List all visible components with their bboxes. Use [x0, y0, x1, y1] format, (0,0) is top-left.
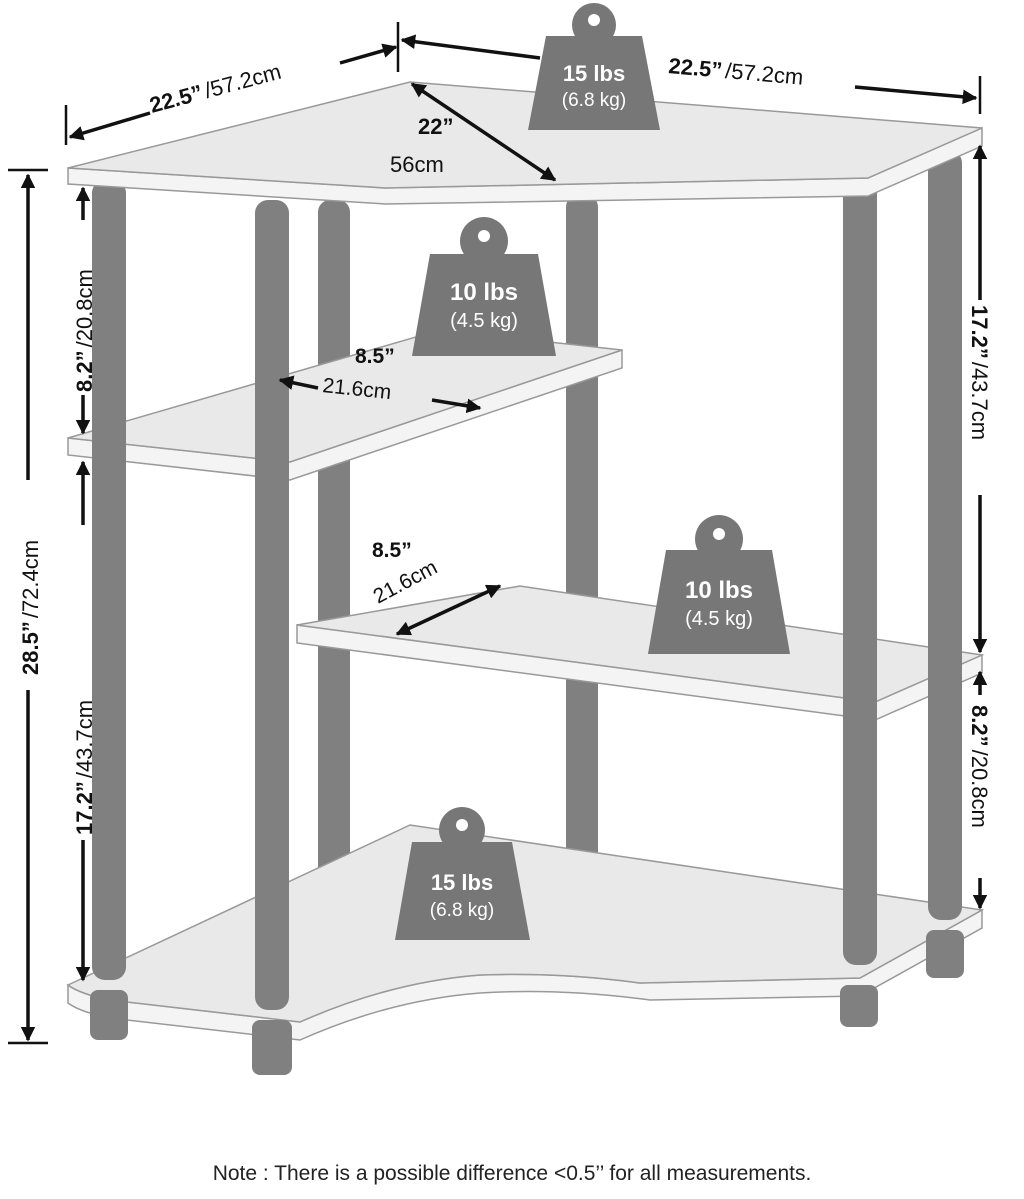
- weight-middle-lbs: 10 lbs: [685, 577, 753, 604]
- arrow-top-right-width: [400, 34, 541, 60]
- weight-badge-upper: 10 lbs (4.5 kg): [412, 217, 556, 356]
- dim-top-right-cm: /57.2cm: [724, 58, 804, 90]
- dim-right-top-gap-cm: /43.7cm: [967, 362, 992, 440]
- foot-right-outer: [926, 930, 964, 978]
- weight-top-kg: (6.8 kg): [562, 90, 626, 111]
- weight-upper-lbs: 10 lbs: [450, 279, 518, 306]
- dim-middle-depth-cm: 21.6cm: [370, 556, 442, 609]
- weight-upper-kg: (4.5 kg): [450, 310, 518, 332]
- arrow-top-diagonal: [410, 82, 557, 182]
- post-front-right-outer: [928, 150, 962, 920]
- svg-text:22.5”/57.2cm: 22.5”/57.2cm: [668, 53, 805, 90]
- dim-middle-depth-in: 8.5”: [372, 539, 412, 562]
- measurement-note: Note : There is a possible difference <0…: [212, 1162, 812, 1185]
- dim-top-left-cm: /57.2cm: [202, 59, 284, 103]
- dim-right-top-gap-in: 17.2”: [967, 305, 992, 359]
- post-front-left-outer: [92, 180, 126, 980]
- dim-total-height-cm: /72.4cm: [18, 540, 43, 618]
- svg-text:17.2”/43.7cm: 17.2” /43.7cm: [967, 305, 992, 440]
- top-shelf: [67, 81, 983, 205]
- dim-left-top-gap-in: 8.2”: [72, 350, 97, 392]
- top-shelf-top: [67, 81, 983, 189]
- weight-badge-top: 15 lbs (6.8 kg): [528, 3, 660, 130]
- foot-left-outer: [90, 990, 128, 1040]
- arrow-top-right-width-b: [854, 85, 978, 105]
- foot-right-inner: [840, 985, 878, 1027]
- dim-right-bottom-gap-cm: /20.8cm: [967, 750, 992, 828]
- weight-bottom-kg: (6.8 kg): [430, 900, 494, 921]
- dim-left-bottom-gap-in: 17.2”: [72, 781, 97, 835]
- dim-upper-depth-in: 8.5”: [355, 345, 395, 368]
- dim-right-bottom-gap-in: 8.2”: [967, 705, 992, 747]
- weight-top-lbs: 15 lbs: [563, 61, 625, 86]
- dim-total-height-in: 28.5”: [18, 621, 43, 675]
- upper-shelf-top: [67, 329, 623, 463]
- svg-text:17.2”/43.7cm: 17.2” /43.7cm: [72, 700, 97, 835]
- front-posts: [90, 150, 964, 1075]
- dim-left-bottom-gap-cm: /43.7cm: [72, 700, 97, 778]
- middle-shelf: [296, 585, 985, 721]
- svg-text:28.5”/72.4cm: 28.5” /72.4cm: [18, 540, 43, 675]
- dim-left-top-gap-cm: /20.8cm: [72, 269, 97, 347]
- svg-text:8.2”/20.8cm: 8.2” /20.8cm: [967, 705, 992, 828]
- svg-text:22.5”/57.2cm: 22.5”/57.2cm: [147, 59, 284, 118]
- arrow-middle-depth: [395, 584, 502, 636]
- weight-badge-bottom: 15 lbs (6.8 kg): [395, 807, 530, 940]
- arrow-top-left-width-b: [339, 43, 398, 65]
- arrow-top-left-width: [68, 111, 151, 141]
- post-back-left: [318, 200, 350, 880]
- weight-bottom-lbs: 15 lbs: [431, 870, 493, 895]
- arrow-upper-depth: [278, 375, 319, 390]
- svg-text:8.2”/20.8cm: 8.2” /20.8cm: [72, 269, 97, 392]
- dim-diagonal-cm: 56cm: [390, 152, 444, 177]
- dim-top-left-in: 22.5”: [147, 80, 205, 118]
- dim-top-right-in: 22.5”: [668, 53, 724, 83]
- dimension-labels: 22.5”/57.2cm 22.5”/57.2cm 22” 56cm 28.5”…: [18, 53, 992, 835]
- foot-left-inner: [252, 1020, 292, 1075]
- dimension-arrows: [8, 22, 988, 1045]
- post-front-left-inner: [255, 200, 289, 1010]
- upper-shelf: [67, 329, 623, 481]
- post-front-right-inner: [843, 180, 877, 965]
- post-back-middle: [566, 195, 598, 865]
- arrow-upper-depth-b: [431, 398, 482, 414]
- weight-badge-middle: 10 lbs (4.5 kg): [648, 515, 790, 654]
- dim-diagonal-in: 22”: [418, 114, 453, 139]
- weight-middle-kg: (4.5 kg): [685, 608, 753, 630]
